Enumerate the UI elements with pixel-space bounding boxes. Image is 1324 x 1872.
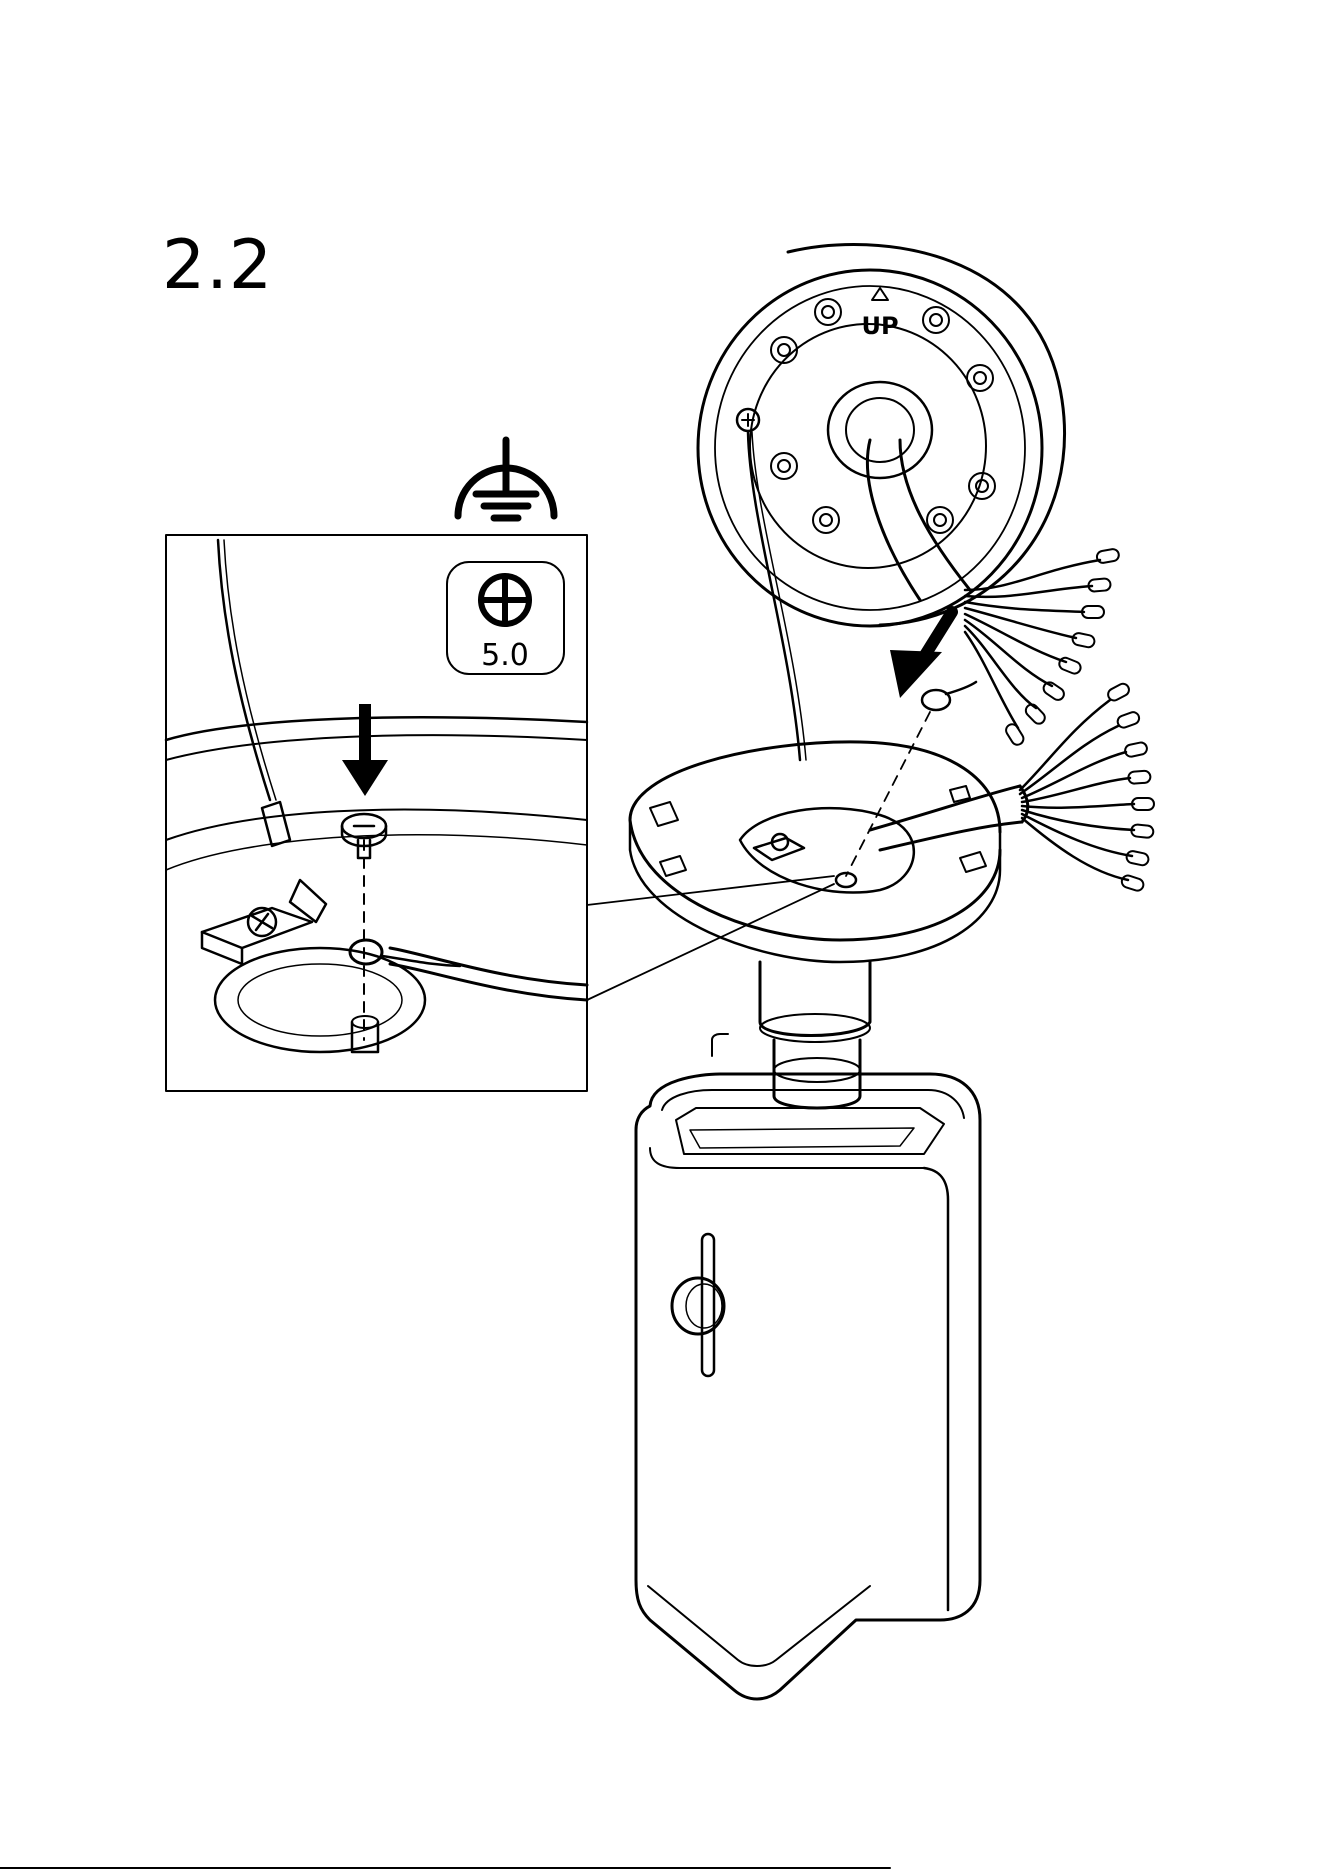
cable-lower: [870, 786, 1028, 850]
phillips-screwdriver-icon: [481, 576, 529, 624]
detail-inset: 5.0: [166, 535, 587, 1091]
up-marker: UP: [861, 288, 898, 340]
camera-neck: [760, 962, 870, 1108]
mount-label: UP: [861, 312, 898, 340]
ring-terminal: [350, 940, 587, 1000]
ring-terminal-upper: [846, 682, 976, 876]
ground-icon: [458, 440, 554, 518]
wire-bundle-lower: [1020, 682, 1154, 893]
tool-size-label: 5.0: [481, 638, 529, 673]
mount-plate: [630, 742, 1000, 962]
tool-badge: 5.0: [447, 562, 564, 674]
camera-body: [636, 1034, 980, 1699]
ground-lug-bracket: [202, 880, 326, 964]
